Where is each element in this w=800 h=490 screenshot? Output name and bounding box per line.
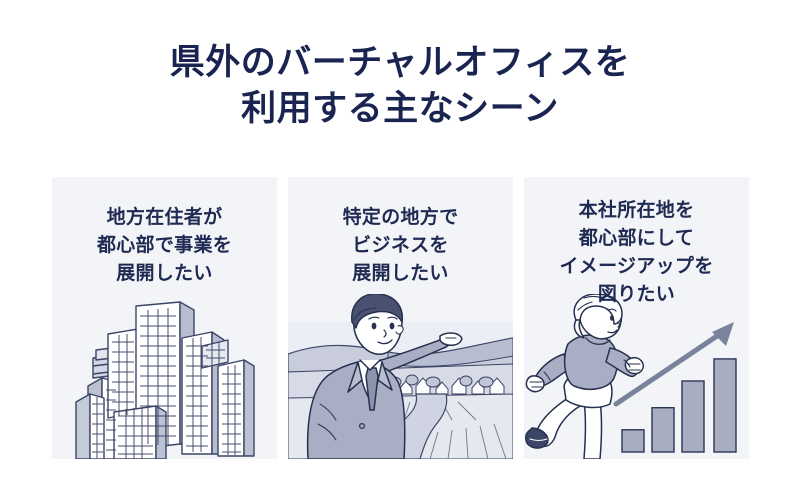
bar-4 [713,358,737,453]
card-heading-line-3: イメージアップを [559,256,714,277]
bar-3 [681,380,705,453]
card-heading: 特定の地方で ビジネスを 展開したい [288,177,513,288]
bar-2 [651,406,675,453]
card-heading-line-1: 地方在住者が [106,207,223,228]
page-title-line-1: 県外のバーチャルオフィスを [169,43,631,82]
card-heading: 地方在住者が 都心部で事業を 展開したい [52,177,277,288]
page-title-line-2: 利用する主なシーン [241,89,559,128]
card-heading: 本社所在地を 都心部にして イメージアップを 図りたい [524,177,749,309]
card-heading-line-2: ビジネスを [352,235,449,256]
card-heading-line-3: 展開したい [116,263,213,284]
card-heading-line-2: 都心部にして [578,228,695,249]
card-heading-line-3: 展開したい [352,263,449,284]
bar-1 [621,429,645,453]
cityscape-skyscrapers-illustration [52,294,277,459]
businessman-pointing-at-countryside-illustration [288,294,513,459]
upward-trend-arrow [613,322,734,407]
page-title: 県外のバーチャルオフィスを 利用する主なシーン [0,40,800,132]
card-heading-line-2: 都心部で事業を [96,235,233,256]
scene-card-image-up: 本社所在地を 都心部にして イメージアップを 図りたい [524,177,749,459]
scene-card-regional-business: 特定の地方で ビジネスを 展開したい [288,177,513,459]
scene-card-list: 地方在住者が 都心部で事業を 展開したい [52,177,750,459]
growth-bar-chart [621,358,737,453]
card-heading-line-4: 図りたい [597,284,676,305]
card-heading-line-1: 特定の地方で [342,207,459,228]
running-woman-with-growth-chart-illustration [524,294,749,459]
card-heading-line-1: 本社所在地を [578,200,695,221]
scene-card-local-resident: 地方在住者が 都心部で事業を 展開したい [52,177,277,459]
